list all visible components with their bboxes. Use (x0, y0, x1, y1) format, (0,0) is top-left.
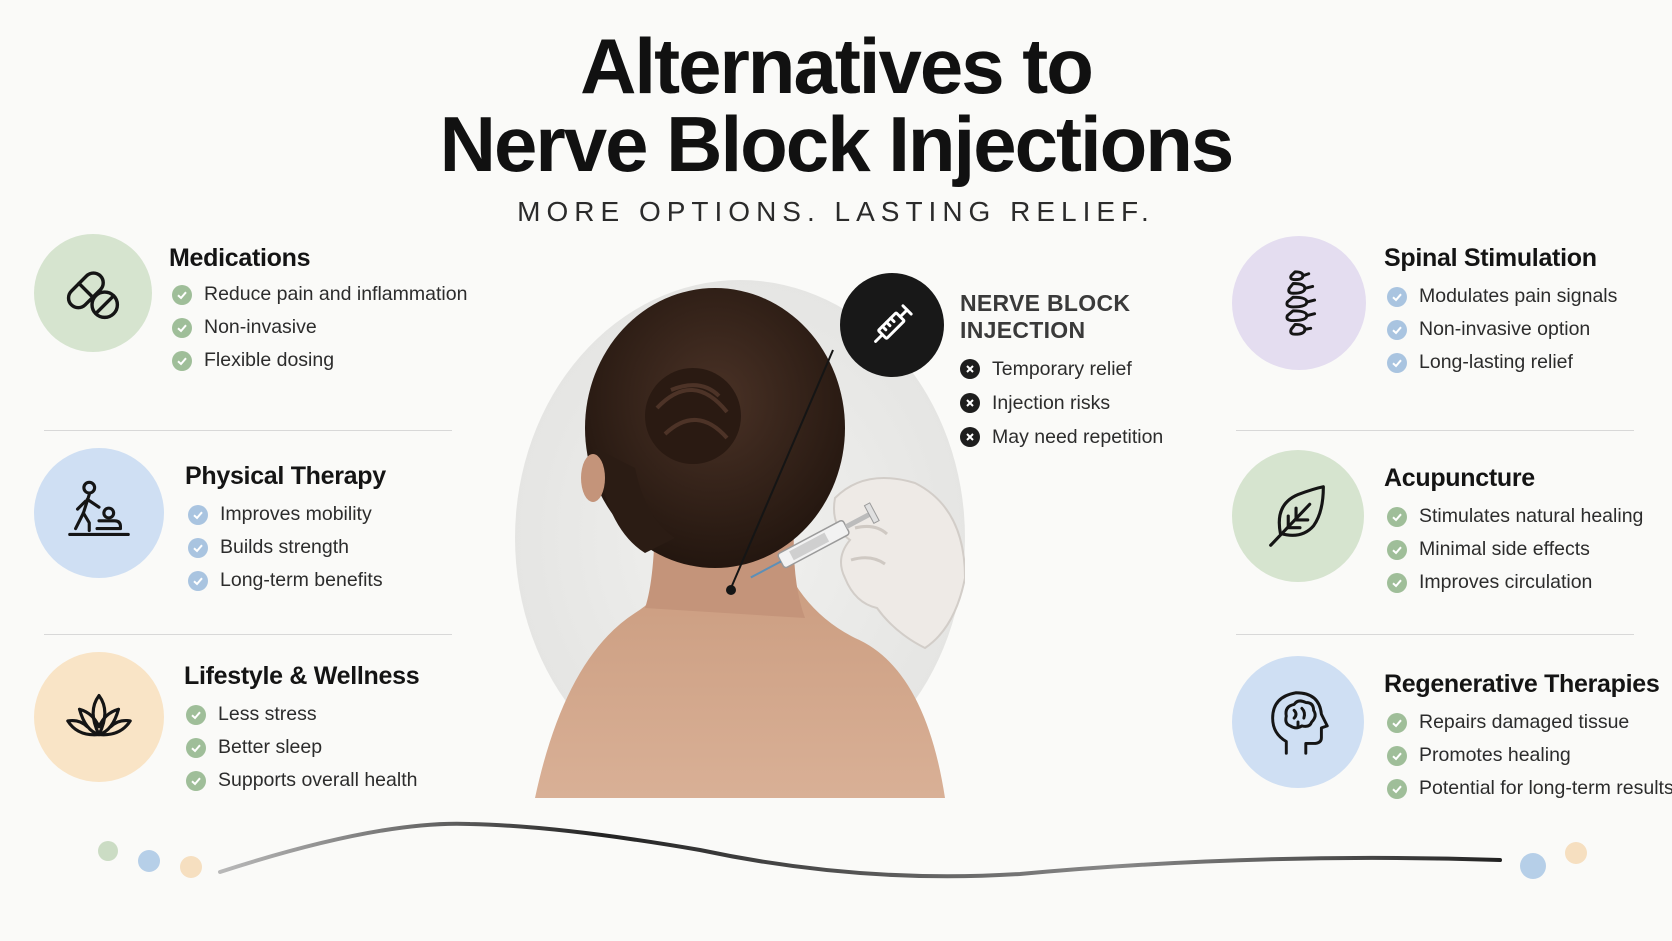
hair-lower (595, 448, 675, 553)
check-icon (172, 317, 192, 338)
list-item: Builds strength (188, 531, 383, 564)
list-item: Modulates pain signals (1387, 280, 1617, 313)
injection-title: NERVE BLOCK INJECTION (960, 290, 1131, 343)
decorative-dot (1520, 853, 1546, 879)
lotus-icon (66, 693, 132, 737)
gloved-hand (833, 477, 965, 650)
syringe-badge (840, 273, 944, 377)
lifestyle-icon-circle (34, 652, 164, 782)
card-title-acupuncture: Acupuncture (1384, 464, 1535, 492)
check-icon (186, 704, 206, 725)
check-icon (1387, 778, 1407, 799)
check-icon (1387, 539, 1407, 560)
check-icon (188, 537, 208, 558)
spine-icon (1285, 270, 1317, 336)
check-icon (1387, 712, 1407, 733)
decorative-dot (180, 856, 202, 878)
physical-therapy-icon (68, 480, 130, 537)
list-item: Promotes healing (1387, 739, 1672, 772)
check-icon (172, 284, 192, 305)
card-title-physical-therapy: Physical Therapy (185, 462, 386, 490)
list-item: Repairs damaged tissue (1387, 706, 1672, 739)
bun-strands (655, 383, 729, 440)
list-item: Supports overall health (186, 764, 417, 797)
card-title-regenerative-therapies: Regenerative Therapies (1384, 670, 1660, 698)
list-item: Improves mobility (188, 498, 383, 531)
list-item: Temporary relief (960, 352, 1163, 386)
decorative-dot (98, 841, 118, 861)
acupuncture-icon-circle (1232, 450, 1364, 582)
ear (581, 454, 605, 502)
list-item: Reduce pain and inflammation (172, 278, 467, 311)
decorative-dot (138, 850, 160, 872)
check-icon (1387, 745, 1407, 766)
syringe (750, 502, 880, 579)
card-title-lifestyle-wellness: Lifestyle & Wellness (184, 662, 420, 690)
list-item: Minimal side effects (1387, 533, 1643, 566)
lifestyle-list: Less stress Better sleep Supports overal… (186, 698, 417, 797)
x-mark-icon (960, 359, 980, 379)
divider (1236, 634, 1634, 635)
list-item: May need repetition (960, 420, 1163, 454)
brain-head-icon (1271, 691, 1329, 755)
page-title-line-2: Nerve Block Injections (439, 100, 1235, 188)
list-item: Stimulates natural healing (1387, 500, 1643, 533)
decorative-dot (1565, 842, 1587, 864)
list-item: Better sleep (186, 731, 417, 764)
hair-bun (645, 368, 741, 464)
acupuncture-list: Stimulates natural healing Minimal side … (1387, 500, 1643, 599)
x-mark-icon (960, 427, 980, 447)
medications-icon-circle (34, 234, 152, 352)
check-icon (188, 504, 208, 525)
card-title-medications: Medications (169, 244, 311, 272)
list-item: Non-invasive (172, 311, 467, 344)
check-icon (186, 770, 206, 791)
pills-icon (66, 271, 120, 320)
injection-point (726, 585, 736, 595)
list-item: Injection risks (960, 386, 1163, 420)
divider (1236, 430, 1634, 431)
check-icon (1387, 506, 1407, 527)
page-title-line-1: Alternatives to (580, 22, 1094, 110)
physical-therapy-icon-circle (34, 448, 164, 578)
regenerative-icon-circle (1232, 656, 1364, 788)
list-item: Non-invasive option (1387, 313, 1617, 346)
divider (44, 430, 452, 431)
list-item: Improves circulation (1387, 566, 1643, 599)
regenerative-list: Repairs damaged tissue Promotes healing … (1387, 706, 1672, 805)
injection-illustration (515, 280, 965, 798)
spinal-icon-circle (1232, 236, 1366, 370)
divider (44, 634, 452, 635)
list-item: Potential for long-term results (1387, 772, 1672, 805)
leaf-icon (1269, 485, 1325, 547)
check-icon (1387, 352, 1407, 373)
syringe-icon (874, 304, 913, 343)
x-mark-icon (960, 393, 980, 413)
tagline: MORE OPTIONS. LASTING RELIEF. (517, 196, 1155, 227)
glove-folds (850, 525, 889, 566)
pointer-line (730, 349, 834, 589)
list-item: Less stress (186, 698, 417, 731)
shoulders (535, 538, 945, 798)
spinal-list: Modulates pain signals Non-invasive opti… (1387, 280, 1617, 379)
list-item: Long-term benefits (188, 564, 383, 597)
check-icon (1387, 286, 1407, 307)
check-icon (1387, 572, 1407, 593)
card-title-spinal-stimulation: Spinal Stimulation (1384, 244, 1597, 272)
list-item: Long-lasting relief (1387, 346, 1617, 379)
physical-therapy-list: Improves mobility Builds strength Long-t… (188, 498, 383, 597)
decorative-wave (218, 821, 1502, 879)
injection-drawbacks-list: Temporary relief Injection risks May nee… (960, 352, 1163, 454)
check-icon (188, 570, 208, 591)
check-icon (186, 737, 206, 758)
check-icon (1387, 319, 1407, 340)
medications-list: Reduce pain and inflammation Non-invasiv… (172, 278, 467, 377)
list-item: Flexible dosing (172, 344, 467, 377)
check-icon (172, 350, 192, 371)
